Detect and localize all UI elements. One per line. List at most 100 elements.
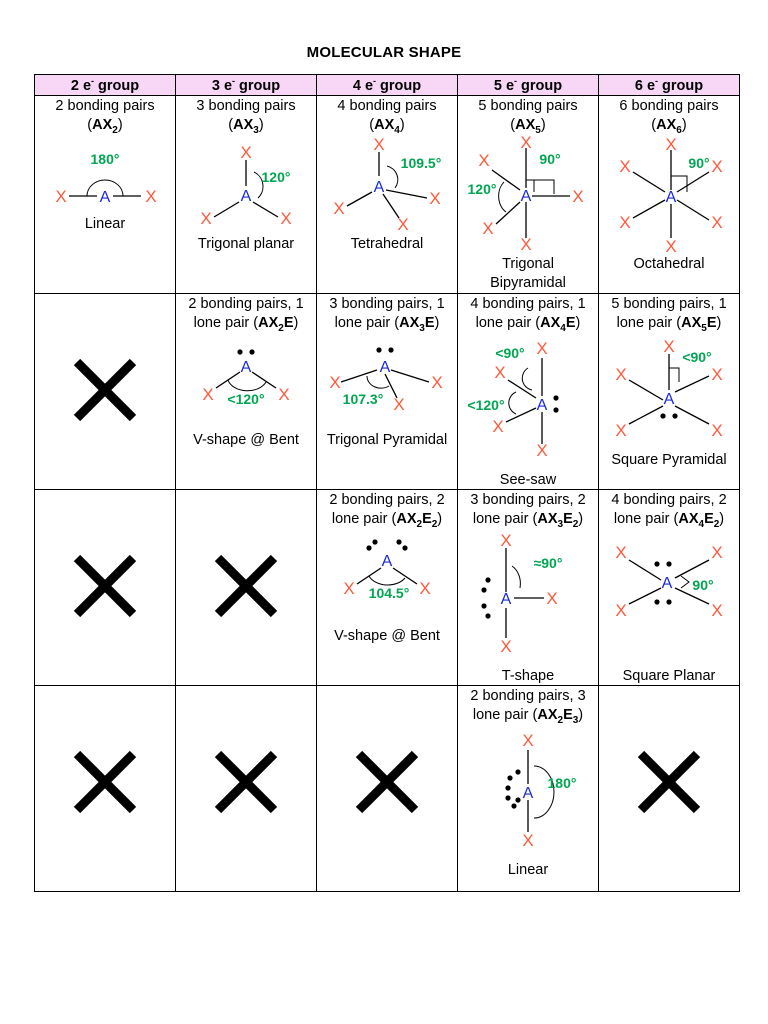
ligand-atom: X <box>280 209 291 228</box>
angle-label: <120° <box>227 391 264 407</box>
bent-ax2e2-diagram: 104.5° A X X <box>343 539 431 601</box>
molecular-shape-table: 2 e- group 3 e- group 4 e- group 5 e- gr… <box>34 74 740 892</box>
shape-name: V-shape @ Bent <box>334 628 440 644</box>
see-saw-diagram: <90° <120° A X X X X <box>467 339 559 460</box>
angle-label: ≈90° <box>534 555 563 571</box>
cell-not-applicable <box>598 685 740 892</box>
ligand-atom: X <box>572 187 583 206</box>
central-atom: A <box>664 391 675 408</box>
shape-name: Linear <box>84 216 126 232</box>
ligand-atom: X <box>431 373 442 392</box>
ligand-atom: X <box>615 601 626 620</box>
central-atom: A <box>662 575 673 592</box>
cell-not-applicable <box>34 293 176 490</box>
central-atom: A <box>523 785 534 802</box>
cell-description: 2 bonding pairs(AX2) <box>55 98 155 136</box>
shape-name: See-saw <box>499 472 557 488</box>
cell-trigonal-bipyramidal-ax5: 5 bonding pairs(AX5) 90° 120° A X X X X … <box>457 95 599 294</box>
header-3e-group: 3 e- group <box>175 74 317 96</box>
central-atom: A <box>382 553 393 570</box>
ligand-atom: X <box>711 421 722 440</box>
ligand-atom: X <box>393 395 404 414</box>
ligand-atom: X <box>202 385 213 404</box>
ligand-atom: X <box>500 637 511 656</box>
linear-diagram: 180° A X X <box>55 151 156 206</box>
ligand-atom: X <box>333 199 344 218</box>
central-atom: A <box>241 359 252 376</box>
cell-description: 6 bonding pairs(AX6) <box>619 98 719 136</box>
ligand-atom: X <box>615 543 626 562</box>
linear-ax2e3-diagram: 180° A X X <box>505 731 576 850</box>
shape-name: Square Planar <box>622 668 716 684</box>
angle-label: 180° <box>91 151 120 167</box>
ligand-atom: X <box>711 365 722 384</box>
cell-description: 5 bonding pairs(AX5) <box>478 98 578 136</box>
trigonal-pyramidal-diagram: 107.3° A X X X <box>329 347 443 414</box>
central-atom: A <box>374 179 385 196</box>
ligand-atom: X <box>665 237 676 256</box>
header-4e-group: 4 e- group <box>316 74 458 96</box>
angle-label-axial: <90° <box>495 345 524 361</box>
ligand-atom: X <box>619 157 630 176</box>
shape-name: Square Pyramidal <box>611 452 727 468</box>
ligand-atom: X <box>615 365 626 384</box>
ligand-atom: X <box>492 417 503 436</box>
angle-label: 120° <box>262 169 291 185</box>
ligand-atom: X <box>200 209 211 228</box>
ligand-atom: X <box>494 363 505 382</box>
not-applicable-mark <box>73 358 137 422</box>
page-title: MOLECULAR SHAPE <box>306 44 462 61</box>
angle-label: <90° <box>682 349 711 365</box>
ligand-atom: X <box>419 579 430 598</box>
shape-name-line1: Trigonal <box>502 256 554 272</box>
central-atom: A <box>521 188 532 205</box>
central-atom: A <box>100 189 111 206</box>
angle-label: 109.5° <box>401 155 442 171</box>
shape-name: Tetrahedral <box>350 236 424 252</box>
cell-octahedral-ax6: 6 bonding pairs(AX6) 90° A X X X X X X O… <box>598 95 740 294</box>
ligand-atom: X <box>536 339 547 358</box>
shape-name-line2: Bipyramidal <box>490 275 566 291</box>
not-applicable-mark <box>73 750 137 814</box>
ligand-atom: X <box>665 135 676 154</box>
trigonal-planar-diagram: 120° A X X X <box>200 143 291 228</box>
cell-not-applicable <box>34 489 176 686</box>
ligand-atom: X <box>536 441 547 460</box>
ligand-atom: X <box>240 143 251 162</box>
cell-not-applicable <box>175 685 317 892</box>
row-no-lone-pairs: 2 bonding pairs(AX2) 180° A X X Linear 3… <box>34 95 740 294</box>
header-2e-group: 2 e- group <box>34 74 176 96</box>
ligand-atom: X <box>500 531 511 550</box>
angle-label-equatorial: <120° <box>467 397 504 413</box>
ligand-atom: X <box>55 187 66 206</box>
ligand-atom: X <box>711 157 722 176</box>
shape-name: Linear <box>507 862 549 878</box>
not-applicable-mark <box>355 750 419 814</box>
ligand-atom: X <box>615 421 626 440</box>
square-planar-diagram: 90° A X X X X <box>615 543 722 620</box>
shape-name: T-shape <box>501 668 555 684</box>
ligand-atom: X <box>619 213 630 232</box>
ligand-atom: X <box>711 601 722 620</box>
ligand-atom: X <box>711 543 722 562</box>
tetrahedral-diagram: 109.5° A X X X X <box>333 135 442 234</box>
angle-label: 90° <box>688 155 709 171</box>
ligand-atom: X <box>546 589 557 608</box>
ligand-atom: X <box>711 213 722 232</box>
ligand-atom: X <box>478 151 489 170</box>
central-atom: A <box>241 188 252 205</box>
header-row: 2 e- group 3 e- group 4 e- group 5 e- gr… <box>34 74 740 96</box>
ligand-atom: X <box>278 385 289 404</box>
